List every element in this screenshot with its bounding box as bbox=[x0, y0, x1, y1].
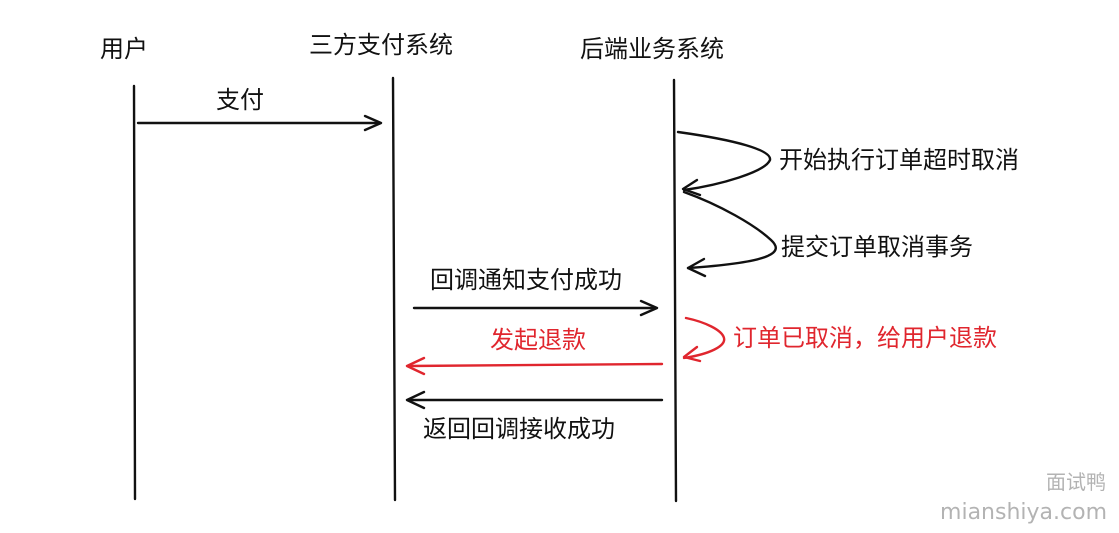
message-initiate-refund-label: 发起退款 bbox=[490, 326, 586, 354]
arrow-pay bbox=[136, 114, 383, 132]
message-return-callback-label: 返回回调接收成功 bbox=[423, 415, 615, 443]
message-pay-label: 支付 bbox=[216, 86, 264, 114]
watermark-domain: mianshiya.com bbox=[940, 500, 1107, 525]
self-loop-timeout-cancel bbox=[676, 130, 772, 197]
arrow-callback-success bbox=[412, 299, 659, 317]
message-callback-success-label: 回调通知支付成功 bbox=[430, 266, 622, 294]
self-loop-refund-note bbox=[682, 316, 726, 363]
lifeline-third-party bbox=[391, 76, 397, 502]
message-order-cancelled-refund-label: 订单已取消，给用户退款 bbox=[733, 324, 997, 352]
arrow-initiate-refund bbox=[405, 356, 664, 376]
lane-title-backend: 后端业务系统 bbox=[580, 35, 724, 63]
arrow-return-callback bbox=[405, 390, 664, 410]
lane-title-user: 用户 bbox=[100, 35, 148, 63]
message-timeout-cancel-label: 开始执行订单超时取消 bbox=[779, 146, 1019, 174]
watermark-name: 面试鸭 bbox=[1046, 470, 1106, 494]
self-loop-commit-cancel bbox=[682, 190, 777, 278]
lifeline-user bbox=[132, 84, 137, 501]
lane-title-third-party: 三方支付系统 bbox=[309, 31, 453, 59]
lifeline-backend bbox=[672, 78, 678, 503]
message-commit-cancel-label: 提交订单取消事务 bbox=[781, 233, 973, 261]
